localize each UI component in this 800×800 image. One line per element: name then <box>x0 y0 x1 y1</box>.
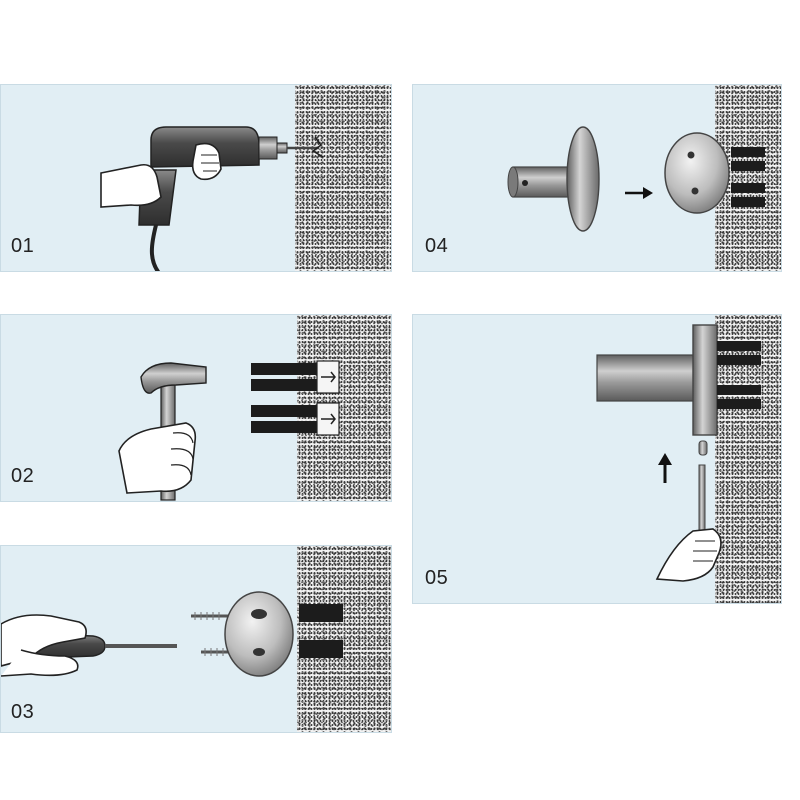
hand-icon <box>118 422 197 494</box>
screwdriver-illustration <box>1 591 343 677</box>
wall-anchor-icon <box>251 360 340 394</box>
step-panel-03: 03 <box>0 545 392 733</box>
step-panel-05: 05 <box>412 314 782 604</box>
hex-key-illustration <box>596 324 761 582</box>
set-screw-icon <box>698 440 708 456</box>
hammer-illustration <box>118 360 340 501</box>
hand-icon <box>655 528 722 582</box>
attach-cover-illustration <box>507 126 765 232</box>
drill-illustration <box>100 126 324 271</box>
arrow-icon <box>658 453 672 483</box>
step-number: 02 <box>11 465 35 487</box>
step-number: 05 <box>425 567 449 589</box>
mounting-plate-icon <box>224 591 294 677</box>
step-panel-01: 01 <box>0 84 392 272</box>
wall-texture <box>295 85 391 271</box>
wall-texture <box>297 546 391 732</box>
step-panel-02: 02 <box>0 314 392 502</box>
wall-anchor-icon <box>731 147 765 207</box>
wall-anchor-icon <box>717 341 761 409</box>
arrow-icon <box>625 187 653 199</box>
towel-bar-icon <box>596 324 718 436</box>
step-panel-04: 04 <box>412 84 782 272</box>
step-number: 03 <box>11 701 35 723</box>
wall-anchor-icon <box>251 402 340 436</box>
hand-icon <box>100 142 222 208</box>
wall-anchor-icon <box>299 604 343 658</box>
hand-icon <box>1 614 87 677</box>
step-number: 01 <box>11 235 35 257</box>
wall-texture <box>715 85 781 271</box>
towel-bar-icon <box>507 126 600 232</box>
mounting-plate-icon <box>664 132 730 214</box>
drill-icon <box>138 126 324 271</box>
step-number: 04 <box>425 235 449 257</box>
